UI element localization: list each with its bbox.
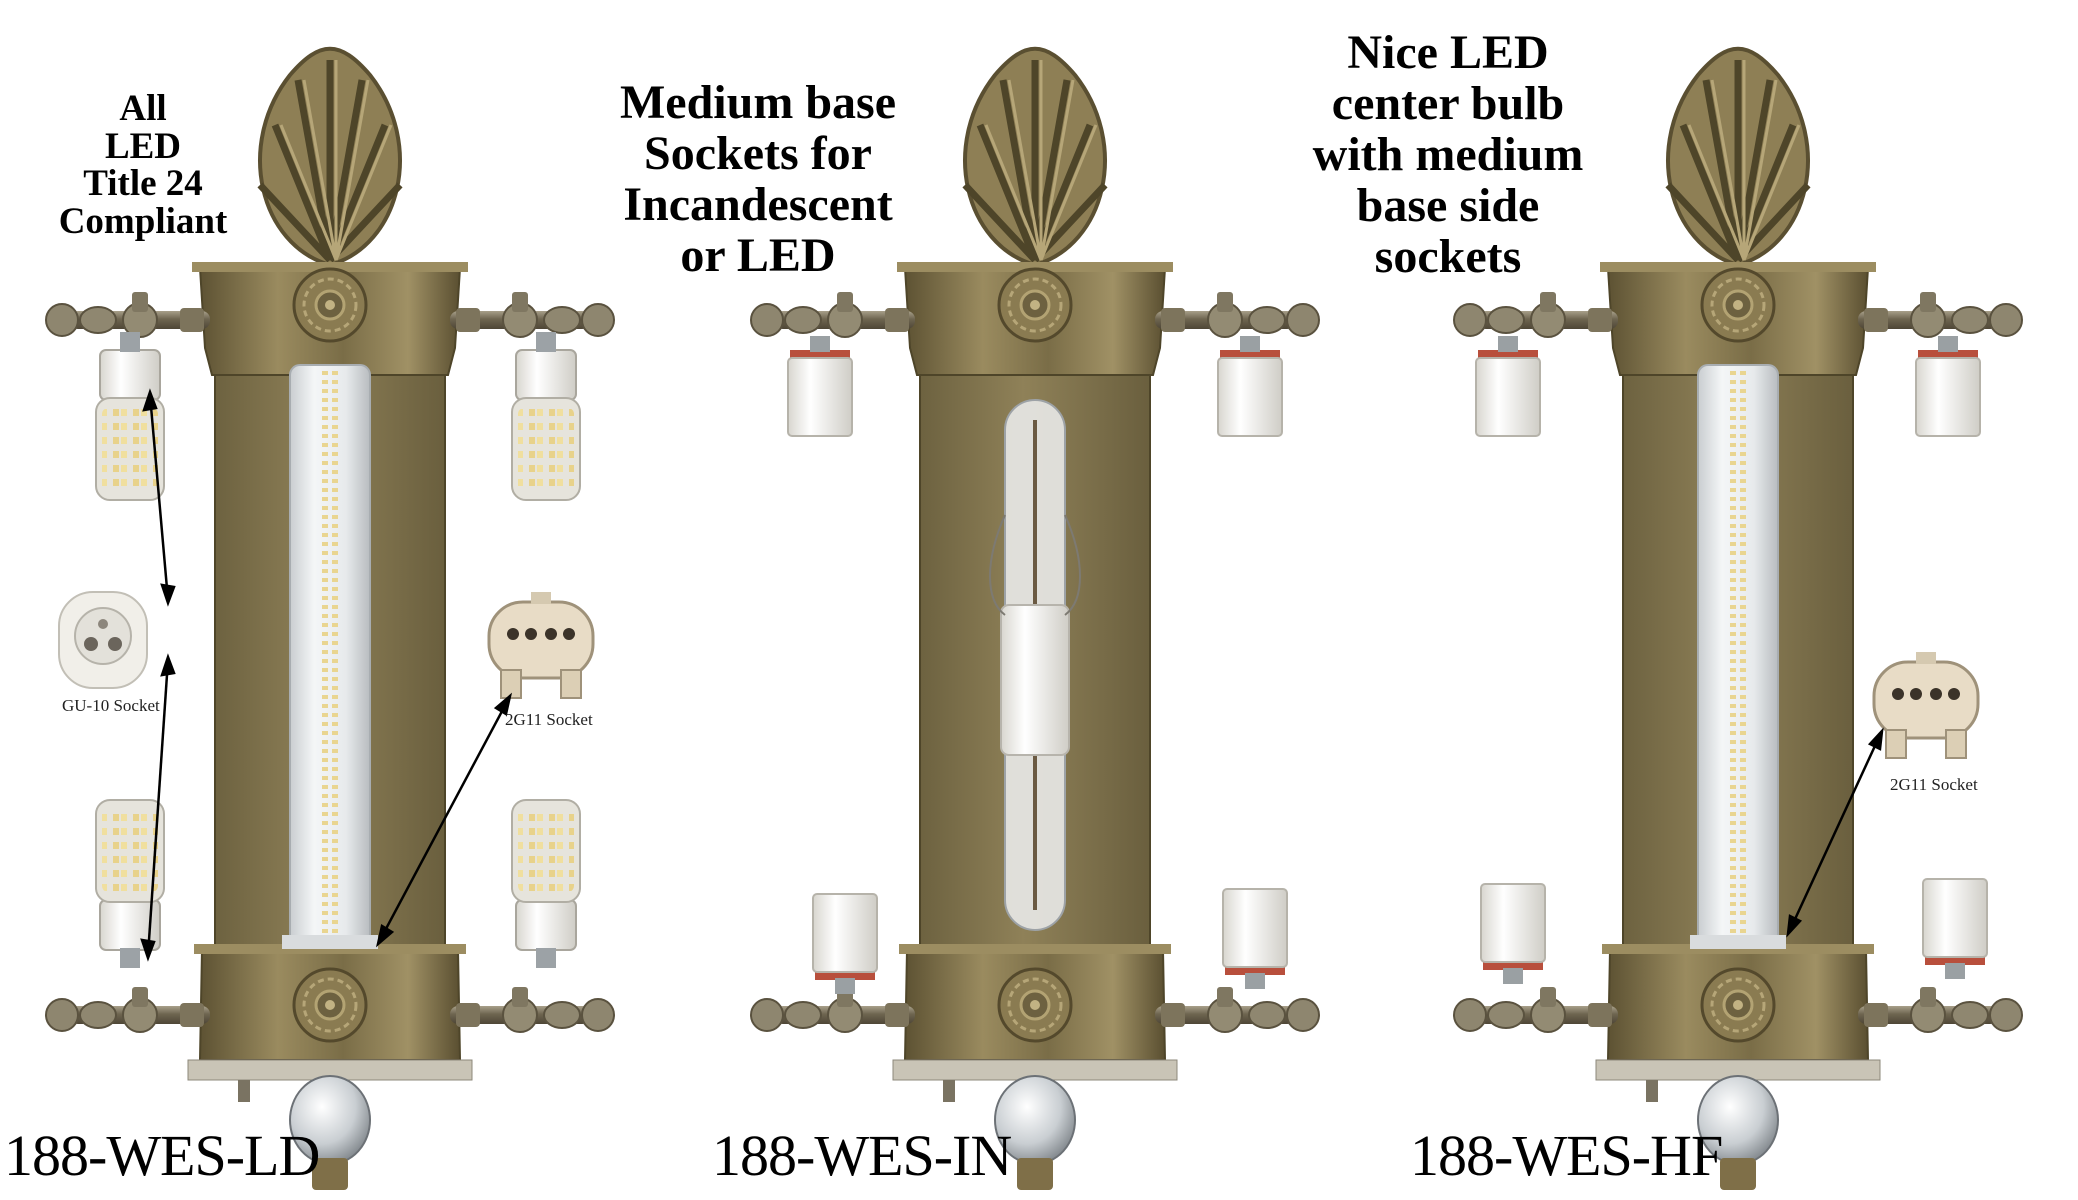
g2g11-socket-label-right: 2G11 Socket: [1890, 775, 1978, 794]
caption-left-line-1: All: [119, 88, 167, 129]
caption-middle-line-2: Sockets for: [644, 126, 872, 180]
caption-right-line-2: center bulb: [1331, 76, 1565, 130]
arrow-line-2g11: [1786, 727, 1884, 938]
fixture-incandescent: [893, 49, 1177, 1190]
caption-left: All LED Title 24 Compliant: [18, 90, 268, 241]
model-number-incandescent: 188-WES-IN: [712, 1123, 1012, 1188]
model-number-hybrid: 188-WES-HF: [1410, 1123, 1723, 1188]
caption-left-line-4: Compliant: [58, 201, 228, 243]
caption-middle: Medium base Sockets for Incandescent or …: [548, 76, 968, 282]
g2g11-socket-label-left: 2G11 Socket: [505, 710, 593, 729]
caption-right-line-4: base side: [1356, 178, 1540, 232]
caption-right-line-1: Nice LED: [1347, 26, 1549, 79]
caption-left-line-3: Title 24: [83, 163, 203, 205]
caption-middle-line-3: Incandescent: [623, 177, 893, 231]
model-number-led: 188-WES-LD: [4, 1123, 320, 1188]
gu10-socket-label: GU-10 Socket: [62, 696, 160, 715]
fixture-hybrid: [1596, 49, 1880, 1190]
arrow-lines: [140, 388, 513, 962]
caption-middle-line-4: or LED: [680, 228, 836, 282]
gu10-socket-image: [58, 591, 148, 689]
caption-right-line-3: with medium: [1312, 127, 1584, 181]
caption-right-line-5: sockets: [1374, 229, 1522, 283]
caption-right: Nice LED center bulb with medium base si…: [1238, 26, 1658, 283]
fixture-led: [188, 49, 472, 1190]
caption-left-line-2: LED: [104, 125, 182, 167]
caption-middle-line-1: Medium base: [620, 76, 896, 129]
